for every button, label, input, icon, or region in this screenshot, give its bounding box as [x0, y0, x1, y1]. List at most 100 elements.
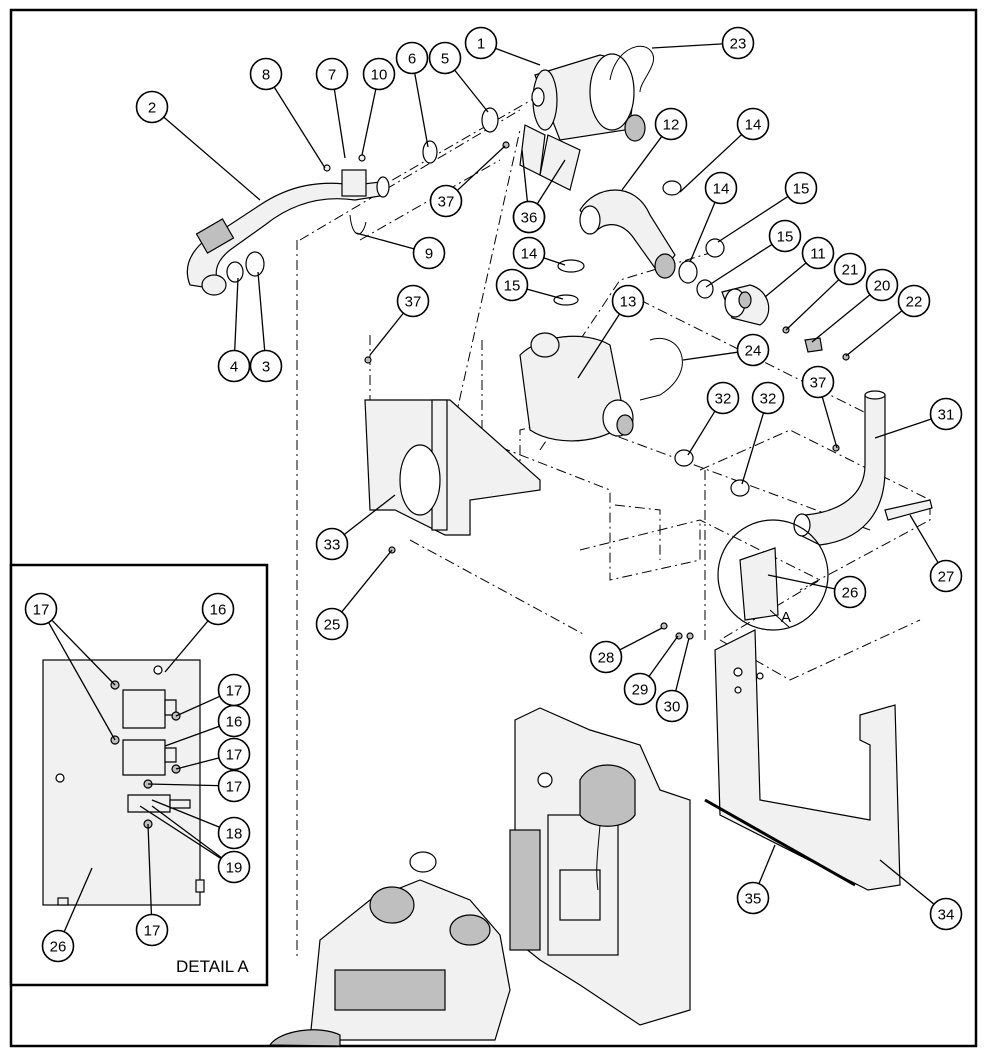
callout-number: 37 [405, 294, 422, 311]
callout-circle [768, 219, 802, 253]
callout-circle [865, 268, 899, 302]
callout-circle [751, 381, 785, 415]
callout-circle [428, 41, 462, 75]
callout-number: 29 [632, 682, 649, 699]
callout-circle [41, 929, 75, 963]
callout-29: 29 [623, 672, 657, 706]
callout-circle [464, 26, 498, 60]
callout-circle [315, 607, 349, 641]
callout-number: 4 [230, 359, 238, 376]
callout-37: 37 [396, 284, 430, 318]
detail-a-title: DETAIL A [176, 957, 249, 976]
callout-28: 28 [589, 640, 623, 674]
callout-14: 14 [512, 236, 546, 270]
callout-circle [655, 689, 689, 723]
clamps-5-6 [422, 107, 499, 164]
callout-17: 17 [135, 913, 169, 947]
callout-circle [217, 769, 251, 803]
air-filter-13 [519, 332, 634, 442]
callout-leader-8 [273, 86, 326, 169]
callout-32: 32 [706, 381, 740, 415]
callout-circle [736, 333, 770, 367]
callout-circle [315, 57, 349, 91]
callout-leader-17 [175, 757, 220, 770]
callout-circle [897, 284, 931, 318]
callout-leader-14 [689, 202, 716, 263]
callout-number: 14 [713, 181, 730, 198]
callout-circle [495, 268, 529, 302]
outer-border [9, 8, 978, 1048]
callout-number: 12 [663, 117, 680, 134]
callout-leader-19 [139, 805, 222, 860]
mounting-frame-33 [364, 399, 541, 536]
callout-number: 22 [906, 294, 923, 311]
callout-circle [611, 284, 645, 318]
callout-number: 17 [226, 779, 243, 796]
callout-17: 17 [24, 592, 58, 626]
callout-circle [801, 365, 835, 399]
callout-number: 13 [620, 294, 637, 311]
callout-number: 14 [521, 246, 538, 263]
callout-leader-35 [758, 844, 776, 884]
callout-circle [654, 107, 688, 141]
callout-21: 21 [833, 252, 867, 286]
callout-leader-32 [687, 410, 716, 456]
hose-24 [639, 338, 683, 401]
callout-34: 34 [929, 897, 963, 931]
callout-8: 8 [249, 57, 283, 91]
callout-number: 34 [938, 907, 955, 924]
callout-leader-9 [355, 232, 415, 250]
precleaner-1 [531, 53, 646, 142]
callout-number: 20 [874, 278, 891, 295]
callout-11: 11 [801, 236, 835, 270]
callout-1: 1 [464, 26, 498, 60]
callout-number: 7 [328, 67, 336, 84]
callout-number: 28 [598, 650, 615, 667]
callout-circle [396, 284, 430, 318]
callout-number: 37 [438, 194, 455, 211]
callout-circle [395, 41, 429, 75]
callout-number: 15 [777, 229, 794, 246]
callout-circle [249, 57, 283, 91]
callout-circle [704, 171, 738, 205]
callout-leader-1 [495, 47, 541, 66]
callout-leader-16 [164, 725, 220, 747]
callout-leader-33 [343, 494, 396, 535]
callout-4: 4 [217, 349, 251, 383]
bracket-27 [884, 499, 933, 521]
callout-number: 16 [226, 714, 243, 731]
callout-leader-23 [651, 43, 723, 49]
callout-number: 21 [842, 262, 859, 279]
callout-circle [217, 850, 251, 884]
callout-25: 25 [315, 607, 349, 641]
callout-leader-17 [51, 619, 116, 686]
callout-leader-12 [621, 136, 663, 191]
callout-leader-36 [536, 159, 566, 205]
callout-leader-20 [811, 294, 871, 343]
callout-leader-21 [785, 279, 840, 331]
callout-30: 30 [655, 689, 689, 723]
callout-leader-10 [361, 89, 377, 156]
callout-circle [801, 236, 835, 270]
callout-leader-3 [257, 271, 266, 351]
callout-circle [429, 184, 463, 218]
intake-hose-2 [186, 154, 390, 296]
callout-leader-18 [151, 799, 220, 828]
callout-number: 35 [745, 891, 762, 908]
callout-leader-5 [454, 69, 489, 113]
callout-layer: 1234567891011121314141415151516161717171… [24, 26, 963, 963]
callout-26: 26 [41, 929, 75, 963]
callout-6: 6 [395, 41, 429, 75]
callout-leader-14 [543, 257, 566, 266]
callout-number: 3 [262, 359, 270, 376]
callout-number: 25 [324, 617, 341, 634]
callout-9: 9 [412, 236, 446, 270]
callout-number: 32 [760, 391, 777, 408]
callout-17: 17 [217, 673, 251, 707]
callout-number: 5 [441, 51, 449, 68]
callout-number: 37 [810, 375, 827, 392]
callout-circle [736, 107, 770, 141]
callout-31: 31 [929, 397, 963, 431]
callout-number: 26 [50, 939, 67, 956]
callout-19: 19 [217, 850, 251, 884]
